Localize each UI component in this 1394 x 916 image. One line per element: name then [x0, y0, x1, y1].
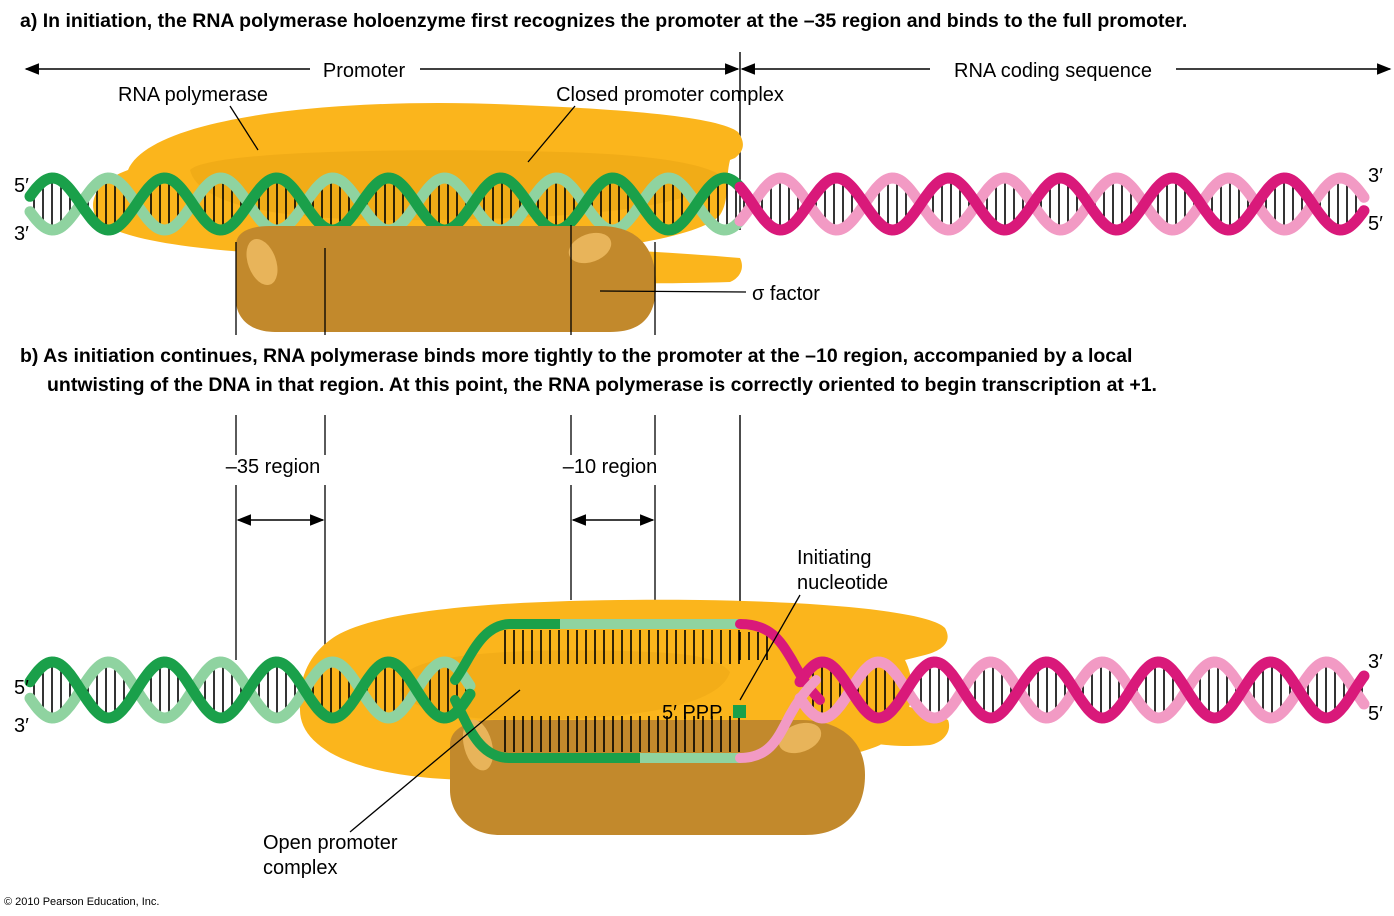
initiating-nucleotide-label-line1: Initiating: [797, 547, 872, 569]
five-prime-b-right: 5′: [1368, 703, 1383, 725]
initiating-nucleotide-label-line2: nucleotide: [797, 572, 888, 594]
sigma-factor-leader: [599, 290, 747, 293]
dna-double-helix-a: [24, 172, 1370, 236]
open-promoter-complex-label-line1: Open promoter: [263, 832, 398, 854]
minus35-region-label: –35 region: [226, 456, 321, 478]
three-prime-a-right: 3′: [1368, 165, 1383, 187]
bottom-strand-green: [450, 695, 745, 763]
rna-polymerase-leader: [229, 105, 259, 151]
five-ppp-label: 5′ PPP: [662, 702, 722, 724]
sigma-factor-a: [236, 226, 656, 332]
caption-a: a) In initiation, the RNA polymerase hol…: [20, 10, 1188, 32]
initiating-nucleotide-leader: [739, 594, 801, 701]
rna-polymerase-label: RNA polymerase: [118, 84, 268, 106]
closed-complex-leader: [527, 105, 576, 163]
panel-b: 5′ PPP Initiating nucleotide Open promot…: [14, 547, 1383, 879]
dna-strand-front: [24, 172, 746, 236]
bottom-strand-pink: [735, 675, 821, 763]
initiating-nucleotide-icon: [733, 705, 746, 718]
copyright: © 2010 Pearson Education, Inc.: [4, 896, 159, 908]
three-prime-a-left: 3′: [14, 223, 29, 245]
open-complex-leader: [349, 689, 521, 833]
open-promoter-complex-label-line2: complex: [263, 857, 337, 879]
dna-strand-front: [794, 656, 1370, 724]
three-prime-b-left: 3′: [14, 715, 29, 737]
sigma-factor-label: σ factor: [752, 283, 820, 305]
dna-strand-front: [24, 656, 476, 724]
panel-a: Promoter RNA coding sequence RNA polymer…: [14, 52, 1392, 332]
closed-promoter-complex-label: Closed promoter complex: [556, 84, 784, 106]
promoter-label: Promoter: [323, 60, 406, 82]
caption-b-line2: untwisting of the DNA in that region. At…: [47, 374, 1157, 396]
five-prime-a-right: 5′: [1368, 213, 1383, 235]
dna-strand-back: [734, 172, 1370, 236]
rna-coding-sequence-label: RNA coding sequence: [954, 60, 1152, 82]
dna-strand-front: [734, 172, 1370, 236]
top-strand-green: [450, 619, 745, 685]
three-prime-b-right: 3′: [1368, 651, 1383, 673]
minus10-region-label: –10 region: [563, 456, 658, 478]
five-prime-b-left: 5′: [14, 677, 29, 699]
transcription-bubble: [450, 619, 825, 763]
caption-b-line1: b) As initiation continues, RNA polymera…: [20, 345, 1133, 367]
region-markers: –35 region –10 region: [226, 225, 741, 660]
five-prime-a-left: 5′: [14, 175, 29, 197]
dna-strand-back: [794, 656, 1370, 724]
dna-double-helix-b: [24, 656, 1370, 724]
